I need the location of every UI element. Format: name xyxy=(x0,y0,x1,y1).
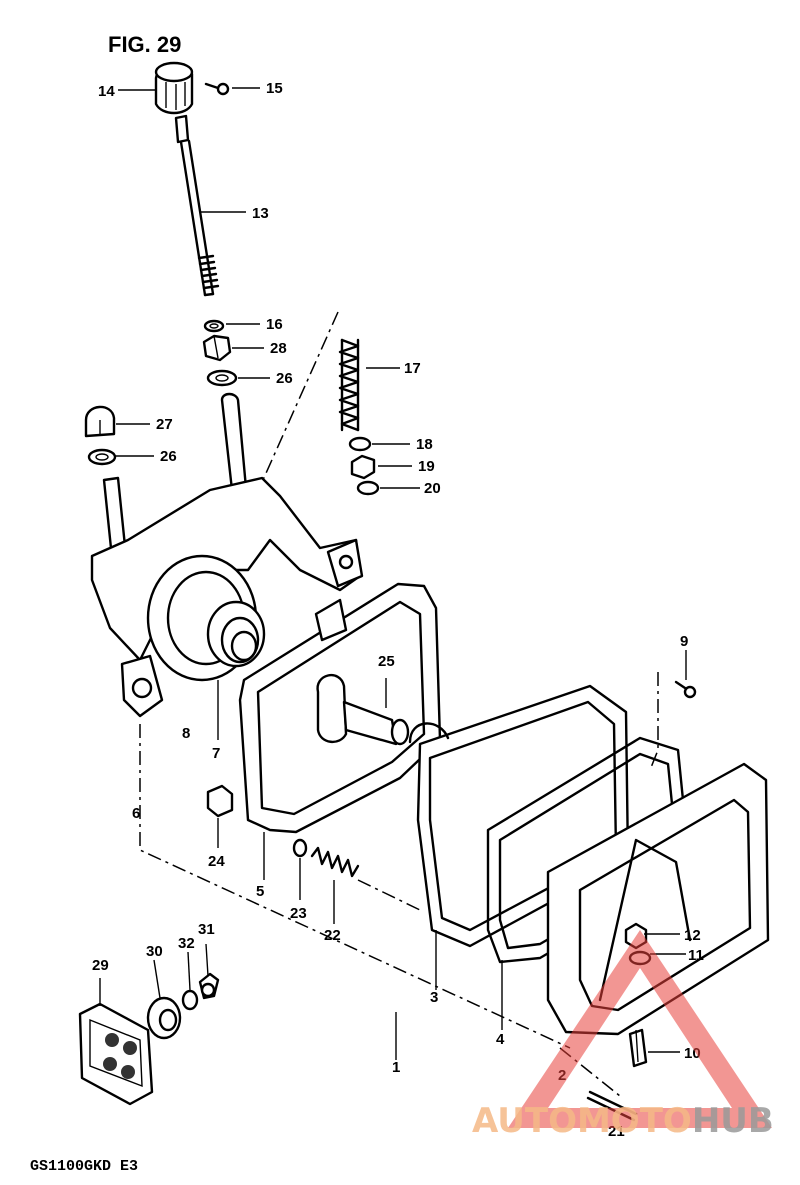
part-14-knob xyxy=(154,61,194,115)
guide-line-right xyxy=(649,672,659,771)
label-12: 12 xyxy=(684,927,701,944)
label-26-lower: 26 xyxy=(160,448,177,465)
label-13: 13 xyxy=(252,205,269,222)
part-26-washer-upper xyxy=(206,369,238,387)
part-16-washer xyxy=(203,319,225,333)
part-28-nut xyxy=(202,334,232,362)
part-18-washer xyxy=(348,436,372,452)
label-19: 19 xyxy=(418,458,435,475)
warning-triangle-icon xyxy=(508,930,772,1128)
label-5: 5 xyxy=(256,883,264,900)
part-9-bolt xyxy=(674,680,697,699)
part-13-rod xyxy=(174,114,220,297)
label-28: 28 xyxy=(270,340,287,357)
watermark-logo: AUTOMOTOHUB xyxy=(472,930,774,1141)
model-code: GS1100GKD E3 xyxy=(30,1158,138,1175)
part-27-cap-nut xyxy=(84,405,116,438)
label-16: 16 xyxy=(266,316,283,333)
label-4: 4 xyxy=(496,1031,505,1048)
part-29-cover xyxy=(78,1002,154,1106)
guide-line-upper xyxy=(245,311,339,519)
part-25-bulb xyxy=(316,674,410,746)
label-26-upper: 26 xyxy=(276,370,293,387)
part-30-grommet xyxy=(146,996,182,1040)
label-17: 17 xyxy=(404,360,421,377)
label-32: 32 xyxy=(178,935,195,952)
part-7-socket xyxy=(206,600,266,668)
figure-title: FIG. 29 xyxy=(108,32,181,57)
label-14: 14 xyxy=(98,83,115,100)
part-23-washer xyxy=(292,838,308,858)
leader-lines xyxy=(99,87,687,1060)
label-27: 27 xyxy=(156,416,173,433)
label-20: 20 xyxy=(424,480,441,497)
label-25: 25 xyxy=(378,653,395,670)
part-32-washer xyxy=(181,989,199,1011)
part-20-washer xyxy=(356,480,380,496)
part-19-nut xyxy=(350,454,376,480)
label-8: 8 xyxy=(182,725,190,742)
part-17-spring xyxy=(338,338,360,432)
part-24-block xyxy=(206,784,234,818)
watermark-text: AUTOMOTOHUB xyxy=(472,1101,774,1141)
label-24: 24 xyxy=(208,853,225,870)
label-18: 18 xyxy=(416,436,433,453)
label-3: 3 xyxy=(430,989,438,1006)
part-22-spring xyxy=(310,846,360,878)
label-9: 9 xyxy=(680,633,688,650)
label-11: 11 xyxy=(688,947,704,964)
label-15: 15 xyxy=(266,80,283,97)
label-31: 31 xyxy=(198,921,215,938)
label-23: 23 xyxy=(290,905,307,922)
label-7: 7 xyxy=(212,745,220,762)
part-26-washer-lower xyxy=(87,448,117,466)
label-6: 6 xyxy=(132,805,140,822)
guide-line-screw xyxy=(357,879,421,911)
part-31-wing-screw xyxy=(198,972,220,1000)
label-29: 29 xyxy=(92,957,109,974)
label-30: 30 xyxy=(146,943,163,960)
label-1: 1 xyxy=(392,1059,400,1076)
label-22: 22 xyxy=(324,927,341,944)
guide-line-rim xyxy=(139,724,571,1049)
part-10-screw xyxy=(628,1028,648,1068)
part-2-front-rim xyxy=(546,762,770,1036)
part-15-screw xyxy=(204,82,230,96)
